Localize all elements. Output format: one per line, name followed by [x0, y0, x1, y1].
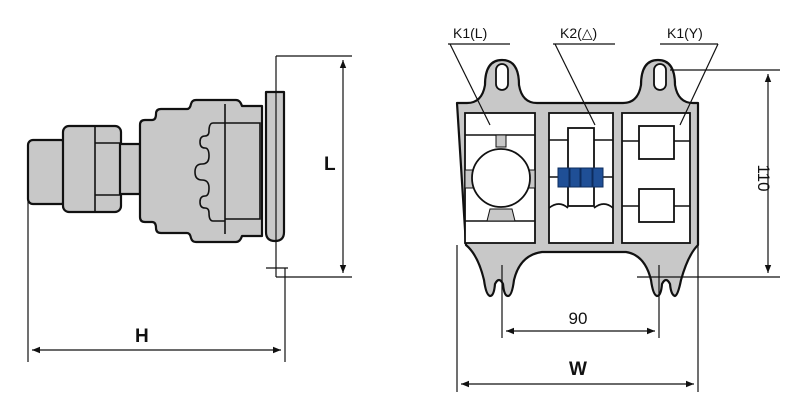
callout-k1-l: K1(L) [453, 25, 487, 41]
callout-k1-y: K1(Y) [667, 25, 703, 41]
side-view: L H [26, 55, 352, 362]
front-view: K1(L) K2(△) K1(Y) 110 90 W [448, 25, 780, 392]
dimension-110: 110 [754, 164, 773, 191]
height-label: H [135, 326, 149, 347]
callout-k2-delta: K2(△) [560, 25, 597, 41]
length-label: L [324, 154, 336, 175]
dimension-90: 90 [569, 309, 588, 328]
width-label: W [569, 359, 587, 380]
mounting-slot-right [653, 63, 667, 91]
mounting-slot-left [495, 63, 509, 91]
